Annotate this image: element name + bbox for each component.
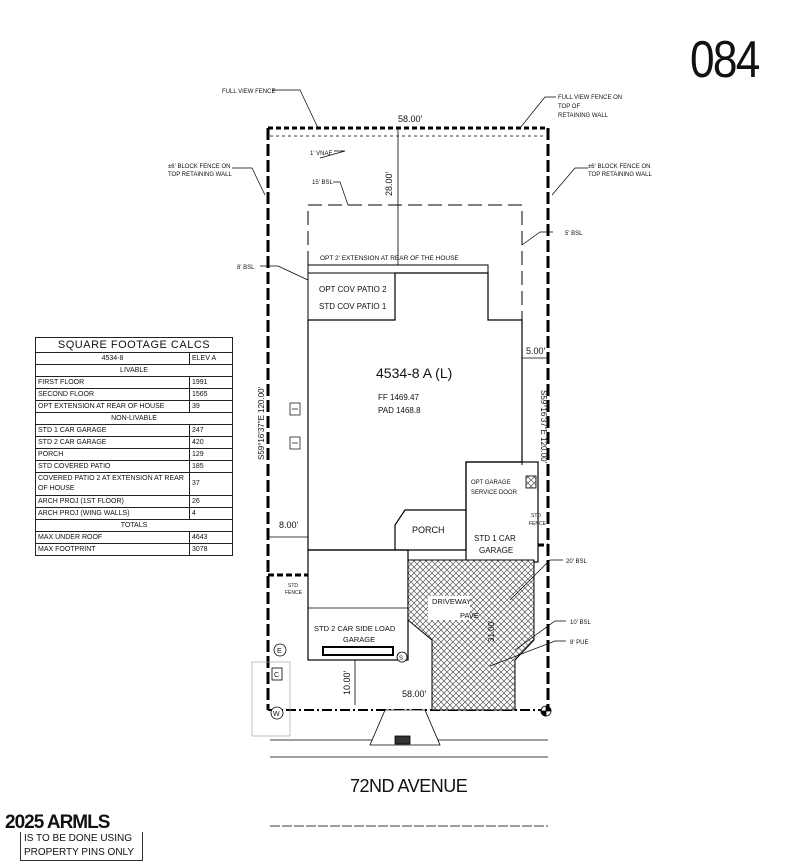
utility-s: S <box>399 656 403 662</box>
right-bearing: S59°16'37"E 120.00' <box>539 390 548 464</box>
utility-c: C <box>274 672 279 679</box>
hvac-pads <box>289 402 301 450</box>
table-row: ARCH PROJ (WING WALLS)4 <box>35 507 233 520</box>
street-name: 72ND AVENUE <box>350 776 468 796</box>
bsl-15-label: 15' BSL <box>312 180 333 186</box>
house-footprint <box>307 272 523 551</box>
note-box: IS TO BE DONE USING PROPERTY PINS ONLY <box>20 832 143 861</box>
front-setback-dim: 10.00' <box>342 670 352 695</box>
utility-markers <box>270 643 552 720</box>
note-line: IS TO BE DONE USING <box>24 833 132 844</box>
pad-elevation: PAD 1468.8 <box>378 406 421 415</box>
street-curb <box>270 709 548 827</box>
svg-text:GARAGE: GARAGE <box>343 635 375 644</box>
svg-text:PAVE: PAVE <box>460 611 479 620</box>
livable-header: LIVABLE <box>35 364 233 377</box>
driveway-dim: 31.00' <box>487 620 496 642</box>
bsl-10-label: 10' BSL <box>570 620 591 626</box>
opt-garage-door-label: OPT GARAGE <box>471 480 511 486</box>
svg-text:GARAGE: GARAGE <box>479 546 513 555</box>
std-cov-patio-label: STD COV PATIO 1 <box>319 302 387 311</box>
totals-header: TOTALS <box>35 519 233 532</box>
lot-number: 084 <box>690 31 760 89</box>
table-row: COVERED PATIO 2 AT EXTENSION AT REAR OF … <box>35 472 233 496</box>
porch-label: PORCH <box>412 525 445 535</box>
right-setback-dim: 5.00' <box>526 346 546 356</box>
note-line: PROPERTY PINS ONLY <box>24 847 135 858</box>
front-width-dim: 58.00' <box>402 689 427 699</box>
bsl-5-label: 5' BSL <box>565 231 583 237</box>
svg-text:STD: STD <box>288 583 298 589</box>
full-view-fence-label: FULL VIEW FENCE <box>222 89 275 95</box>
block-fence-right: ±6' BLOCK FENCE ON <box>588 164 650 170</box>
svg-text:TOP RETAINING WALL: TOP RETAINING WALL <box>588 172 652 178</box>
table-title: SQUARE FOOTAGE CALCS <box>35 337 233 353</box>
rear-width-dim: 58.00' <box>398 114 423 124</box>
utility-w: W <box>273 711 280 718</box>
svg-text:TOP RETAINING WALL: TOP RETAINING WALL <box>168 172 232 178</box>
plan-model: 4534-8 A (L) <box>376 365 452 381</box>
rear-setback-dim: 28.00' <box>384 171 394 196</box>
non-livable-header: NON-LIVABLE <box>35 412 233 425</box>
fv-fence-retaining-1: FULL VIEW FENCE ON <box>558 95 622 101</box>
watermark: 2025 ARMLS <box>5 812 110 833</box>
left-setback-dim: 8.00' <box>279 520 299 530</box>
table-plan: 4534-8 <box>35 352 190 365</box>
vnae-label: 1' VNAE <box>310 151 333 157</box>
table-elev: ELEV A <box>189 352 233 365</box>
svg-text:TOP OF: TOP OF <box>558 104 580 110</box>
opt-extension-label: OPT 2' EXTENSION AT REAR OF THE HOUSE <box>320 255 459 262</box>
driveway <box>407 559 535 711</box>
std-fence-right: FENCE <box>529 521 547 527</box>
block-fence-left: ±6' BLOCK FENCE ON <box>168 164 230 170</box>
svg-text:RETAINING WALL: RETAINING WALL <box>558 113 609 119</box>
bsl-8-label: 8' BSL <box>237 265 255 271</box>
pue-8-label: 8' PUE <box>570 640 589 646</box>
std-1-car-label: STD 1 CAR <box>474 534 516 543</box>
left-bearing: S59°16'37"E 120.00' <box>257 386 266 460</box>
table-row: ARCH PROJ (1ST FLOOR)26 <box>35 495 233 508</box>
driveway-label: DRIVEWAY <box>432 597 471 606</box>
two-car-garage-label: STD 2 CAR SIDE LOAD <box>314 624 396 633</box>
utility-e: E <box>277 648 282 655</box>
opt-cov-patio-label: OPT COV PATIO 2 <box>319 285 387 294</box>
std-fence-left: FENCE <box>285 590 303 596</box>
svg-text:SERVICE DOOR: SERVICE DOOR <box>471 490 518 496</box>
bsl-20-label: 20' BSL <box>566 559 587 565</box>
svg-text:STD: STD <box>531 513 541 519</box>
finished-floor: FF 1469.47 <box>378 393 419 402</box>
